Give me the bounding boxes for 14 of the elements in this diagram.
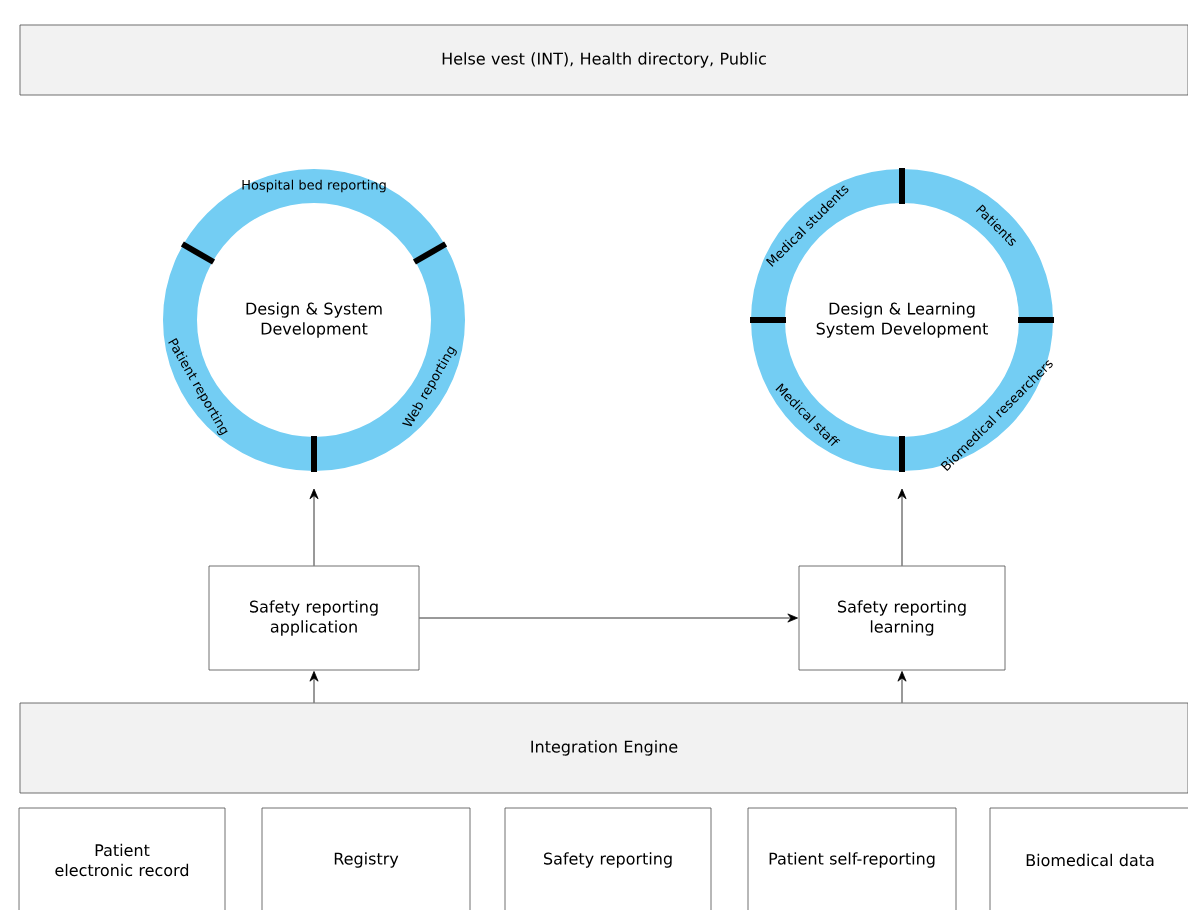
arrow: [309, 671, 319, 703]
arrow: [309, 488, 319, 566]
process-box: Safety reporting: [504, 807, 712, 910]
process-box: Patient self-reporting: [747, 807, 957, 910]
banner-box: Helse vest (INT), Health directory, Public: [19, 24, 1188, 96]
process-box: Patient electronic record: [18, 807, 226, 910]
arrow: [897, 671, 907, 703]
process-box: Safety reporting learning: [798, 565, 1006, 671]
arrow: [419, 613, 798, 623]
process-box: Biomedical data: [989, 807, 1188, 910]
arrow: [897, 488, 907, 566]
process-box: Safety reporting application: [208, 565, 420, 671]
process-box: Registry: [261, 807, 471, 910]
banner-box: Integration Engine: [19, 702, 1188, 794]
